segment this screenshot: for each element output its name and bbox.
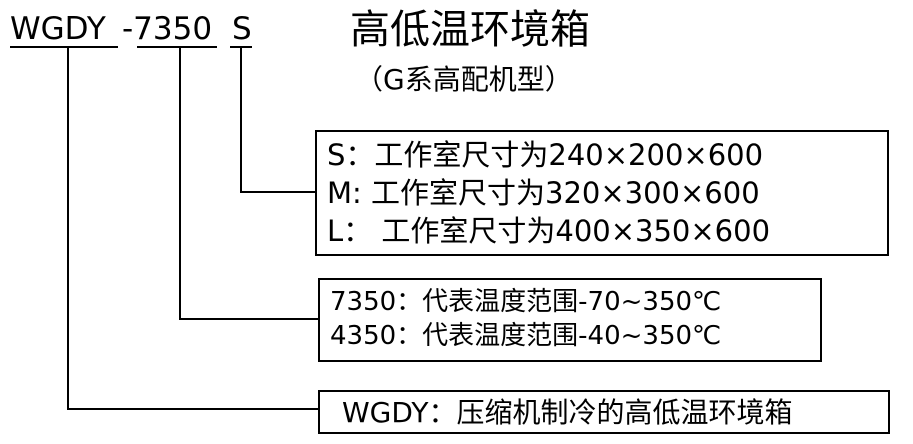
title: 高低温环境箱 xyxy=(350,7,590,53)
size-box: S：工作室尺寸为240×200×600 M: 工作室尺寸为320×300×600… xyxy=(315,130,889,256)
underline-series xyxy=(10,46,118,48)
connector-size-h xyxy=(240,191,316,193)
size-line-s: S：工作室尺寸为240×200×600 xyxy=(327,138,764,172)
connector-series-v xyxy=(67,47,69,410)
connector-range-h xyxy=(179,318,319,320)
subtitle: （G系高配机型） xyxy=(355,63,573,96)
size-line-m: M: 工作室尺寸为320×300×600 xyxy=(327,176,760,210)
connector-range-v xyxy=(179,47,181,320)
connector-series-h xyxy=(67,408,319,410)
range-line-7350: 7350：代表温度范围-70~350℃ xyxy=(330,287,722,317)
range-line-4350: 4350：代表温度范围-40~350℃ xyxy=(330,321,722,351)
code-range: -7350 xyxy=(122,11,213,47)
range-box: 7350：代表温度范围-70~350℃ 4350：代表温度范围-40~350℃ xyxy=(318,278,822,362)
series-box: WGDY：压缩机制冷的高低温环境箱 xyxy=(318,390,890,434)
connector-size-v xyxy=(240,47,242,193)
code-series: WGDY xyxy=(10,11,106,47)
code-size: S xyxy=(232,11,252,47)
underline-range xyxy=(137,46,217,48)
series-line: WGDY：压缩机制冷的高低温环境箱 xyxy=(342,396,793,429)
size-line-l: L： 工作室尺寸为400×350×600 xyxy=(327,214,771,248)
